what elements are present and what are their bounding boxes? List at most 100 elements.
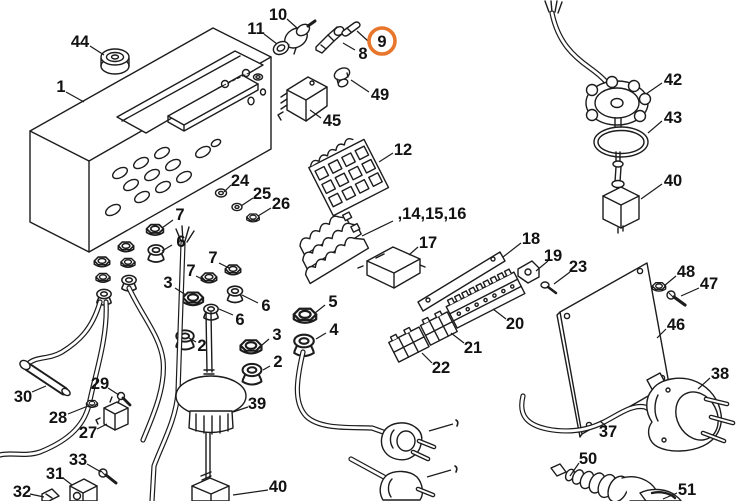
connector-stack-14-15-16	[299, 211, 370, 285]
part-number-label[interactable]: 49	[371, 86, 389, 104]
cable-to-plug	[294, 349, 389, 436]
bracket-19	[517, 260, 540, 284]
part-number-label[interactable]: 26	[272, 195, 290, 213]
highlight-ring	[367, 26, 397, 56]
callout-6: 6	[241, 294, 271, 315]
callout-10: 10	[269, 6, 298, 29]
plate-18	[417, 251, 506, 312]
leader-line	[240, 197, 254, 207]
nut-26	[246, 213, 260, 223]
part-number-label[interactable]: 9	[377, 33, 386, 51]
leader-line	[232, 406, 249, 413]
callout-6: 6	[218, 308, 245, 329]
cable-gland-50	[550, 463, 659, 501]
callout-24: 24	[223, 172, 250, 193]
part-number-label[interactable]: 40	[664, 172, 682, 190]
leader-line	[378, 152, 394, 163]
part-number-label[interactable]: 30	[14, 388, 32, 406]
part-number-label[interactable]: 47	[700, 275, 718, 293]
part-number-label[interactable]: 27	[79, 424, 97, 442]
part-number-label[interactable]: 37	[599, 423, 617, 441]
part-number-label[interactable]: 45	[323, 112, 341, 130]
leader-line	[161, 219, 174, 229]
part-number-label[interactable]: 44	[71, 33, 90, 51]
part-number-label[interactable]: 7	[175, 206, 184, 224]
part-number-label[interactable]: 3	[163, 274, 172, 292]
relay-45	[277, 76, 328, 122]
part-51	[639, 488, 682, 501]
part-number-label[interactable]: 39	[248, 395, 266, 413]
part-number-label[interactable]: 10	[269, 6, 287, 24]
leader-line	[31, 385, 47, 393]
callout-9: 9	[356, 26, 397, 56]
leader-line	[350, 79, 370, 93]
part-number-label[interactable]: 2	[273, 353, 282, 371]
part-number-label[interactable]: 32	[13, 483, 31, 501]
grommet-49	[333, 67, 351, 88]
callout-39: 39	[232, 395, 266, 413]
part-number-label[interactable]: 21	[464, 339, 482, 357]
part-number-label[interactable]: 25	[253, 185, 271, 203]
part-number-label[interactable]: 48	[677, 263, 695, 281]
terminal-strip-20	[445, 268, 526, 329]
callout-19: 19	[535, 247, 562, 272]
part-number-label[interactable]: 43	[664, 109, 682, 127]
part-number-label[interactable]: 4	[329, 321, 339, 339]
leader-line	[450, 332, 465, 344]
part-number-label[interactable]: 2	[197, 337, 206, 355]
callout-50: 50	[569, 450, 597, 477]
part-number-label[interactable]: 6	[176, 233, 185, 251]
part-number-label[interactable]: 22	[432, 359, 450, 377]
leader-line	[96, 423, 108, 430]
leader-line	[188, 337, 197, 343]
part-number-label[interactable]: 31	[46, 465, 64, 483]
part-number-label[interactable]: 1	[56, 78, 65, 96]
part-number-label[interactable]: 46	[667, 316, 685, 334]
part-number-label[interactable]: 12	[394, 141, 412, 159]
part-number-label[interactable]: 3	[272, 326, 281, 344]
part-number-label[interactable]: 5	[328, 293, 337, 311]
part-number-label[interactable]: 40	[269, 478, 287, 496]
part-number-label[interactable]: 38	[711, 365, 729, 383]
part-number-label[interactable]: 18	[522, 230, 540, 248]
wire-middle-s	[126, 285, 167, 443]
part-number-label[interactable]: 50	[579, 450, 597, 468]
part-number-label[interactable]: 29	[91, 375, 109, 393]
part-number-label[interactable]: 19	[544, 247, 562, 265]
leader-line	[65, 91, 85, 103]
callout-18: 18	[502, 230, 540, 258]
callout-141516: ,14,15,16	[361, 205, 467, 237]
leader-line	[261, 338, 270, 346]
part-number-label[interactable]: 28	[49, 409, 67, 427]
callout-37: 37	[599, 420, 617, 441]
part-number-label[interactable]: 11	[247, 20, 264, 38]
leader-line	[232, 489, 269, 496]
part-number-label[interactable]: ,14,15,16	[398, 205, 467, 223]
part-number-label[interactable]: 7	[186, 262, 195, 280]
part-number-label[interactable]: 51	[678, 481, 696, 499]
part-number-label[interactable]: 42	[664, 71, 682, 89]
callout-44: 44	[71, 33, 105, 56]
leader-line	[263, 33, 278, 45]
part-number-label[interactable]: 7	[208, 249, 217, 267]
callout-3: 3	[163, 274, 187, 296]
part-number-label[interactable]: 23	[569, 258, 587, 276]
part-number-label[interactable]: 24	[231, 172, 250, 190]
leader-line	[89, 45, 105, 56]
leader-line	[257, 207, 272, 217]
part-number-label[interactable]: 6	[261, 297, 270, 315]
part-number-label[interactable]: 6	[235, 311, 244, 329]
callout-5: 5	[314, 293, 338, 314]
washer-24	[214, 188, 228, 198]
screw-47	[666, 290, 687, 307]
callout-12: 12	[378, 141, 412, 163]
callout-40: 40	[640, 172, 682, 200]
part-number-label[interactable]: 8	[358, 45, 367, 63]
part-number-label[interactable]: 17	[419, 234, 437, 252]
connector-22	[388, 326, 430, 363]
part-number-label[interactable]: 33	[69, 451, 87, 469]
callout-8: 8	[342, 42, 368, 63]
part-number-label[interactable]: 20	[506, 315, 524, 333]
callout-23: 23	[553, 258, 587, 285]
